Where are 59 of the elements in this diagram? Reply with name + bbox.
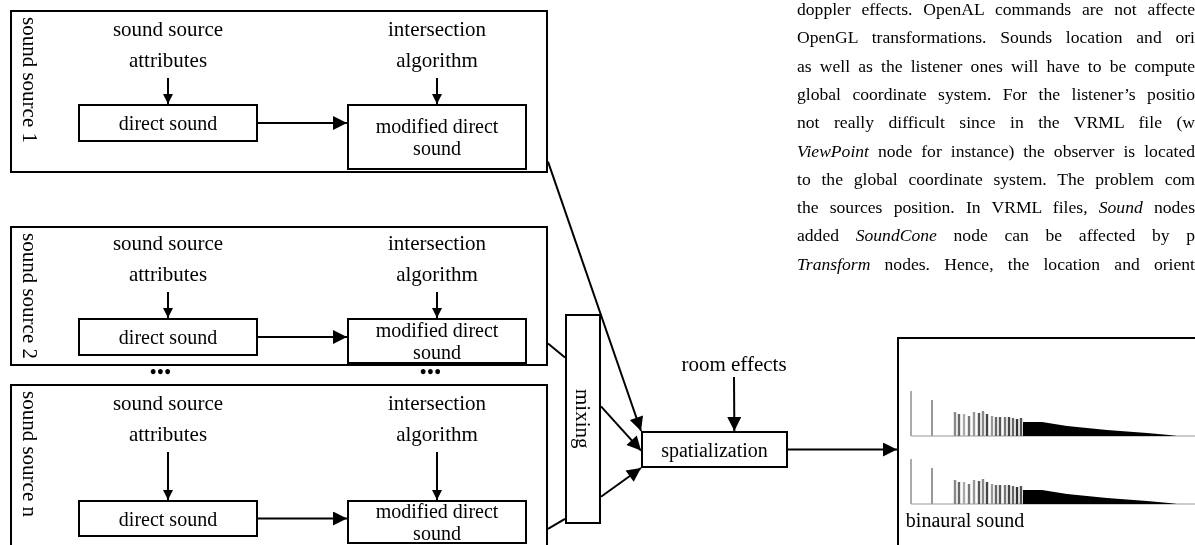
process-box [641,431,788,468]
box-label: direct sound [118,112,218,134]
process-box [347,500,527,544]
arrow [163,291,173,319]
box-label: direct sound [118,507,218,530]
box-label: modified direct sound [374,500,500,544]
mixing-box [565,314,601,524]
input-text: room effects [664,349,804,377]
arrow [547,160,644,432]
arrow [787,442,898,457]
group-panel [10,226,548,366]
paragraph-line: Transform nodes. Hence, the location and orient [797,252,1195,275]
paragraph-line: added SoundCone node can be affected by p [797,224,1195,247]
paragraph-line: doppler effects. OpenAL commands are not affecte [797,0,1195,20]
panel-title: sound source 2 [18,233,42,359]
arrow [727,376,742,432]
input-text: sound source attributes [88,14,248,78]
panel-title: sound source 1 [18,17,42,143]
input-text: sound source attributes [88,388,248,452]
connector-line [547,342,566,359]
process-box [78,318,258,356]
arrow [432,77,442,105]
output-box [897,337,1195,545]
panel-title: sound source n [18,391,42,517]
process-box [347,318,527,364]
process-box [78,500,258,537]
paragraph-line: not really difficult since in the VRML file (w [797,111,1195,134]
arrow [432,291,442,319]
box-label: spatialization [661,438,768,461]
group-panel [10,10,548,173]
arrow [257,116,348,130]
arrow [600,405,642,452]
connector-line [547,517,566,530]
ellipsis-mark: ••• [420,361,442,383]
box-label: modified direct sound [374,115,500,159]
arrow [257,330,348,344]
input-text: intersection algorithm [357,14,517,78]
paragraph-line: global coordinate system. For the listener’s positio [797,82,1195,105]
arrow [163,77,173,105]
box-label: modified direct sound [374,319,500,363]
paragraph-line: ViewPoint node for instance) the observer is located [797,139,1195,162]
ellipsis-mark: ••• [150,361,172,383]
input-text: sound source attributes [88,228,248,292]
process-box [78,104,258,142]
input-text: intersection algorithm [357,388,517,452]
arrow [600,467,642,498]
arrow [432,451,442,501]
box-label: binaural sound [904,509,1026,531]
box-label: mixing [571,389,595,449]
input-text: intersection algorithm [357,228,517,292]
arrow [257,511,348,526]
group-panel [10,384,548,545]
paragraph-line: to the global coordinate system. The problem com [797,167,1195,190]
arrow [163,451,173,501]
process-box [347,104,527,170]
paragraph-line: as well as the listener ones will have to be compute [797,54,1195,77]
paragraph-line: the sources position. In VRML files, Sound nodes [797,196,1195,219]
paragraph-line: OpenGL transformations. Sounds location and ori [797,26,1195,49]
box-label: direct sound [118,326,218,348]
